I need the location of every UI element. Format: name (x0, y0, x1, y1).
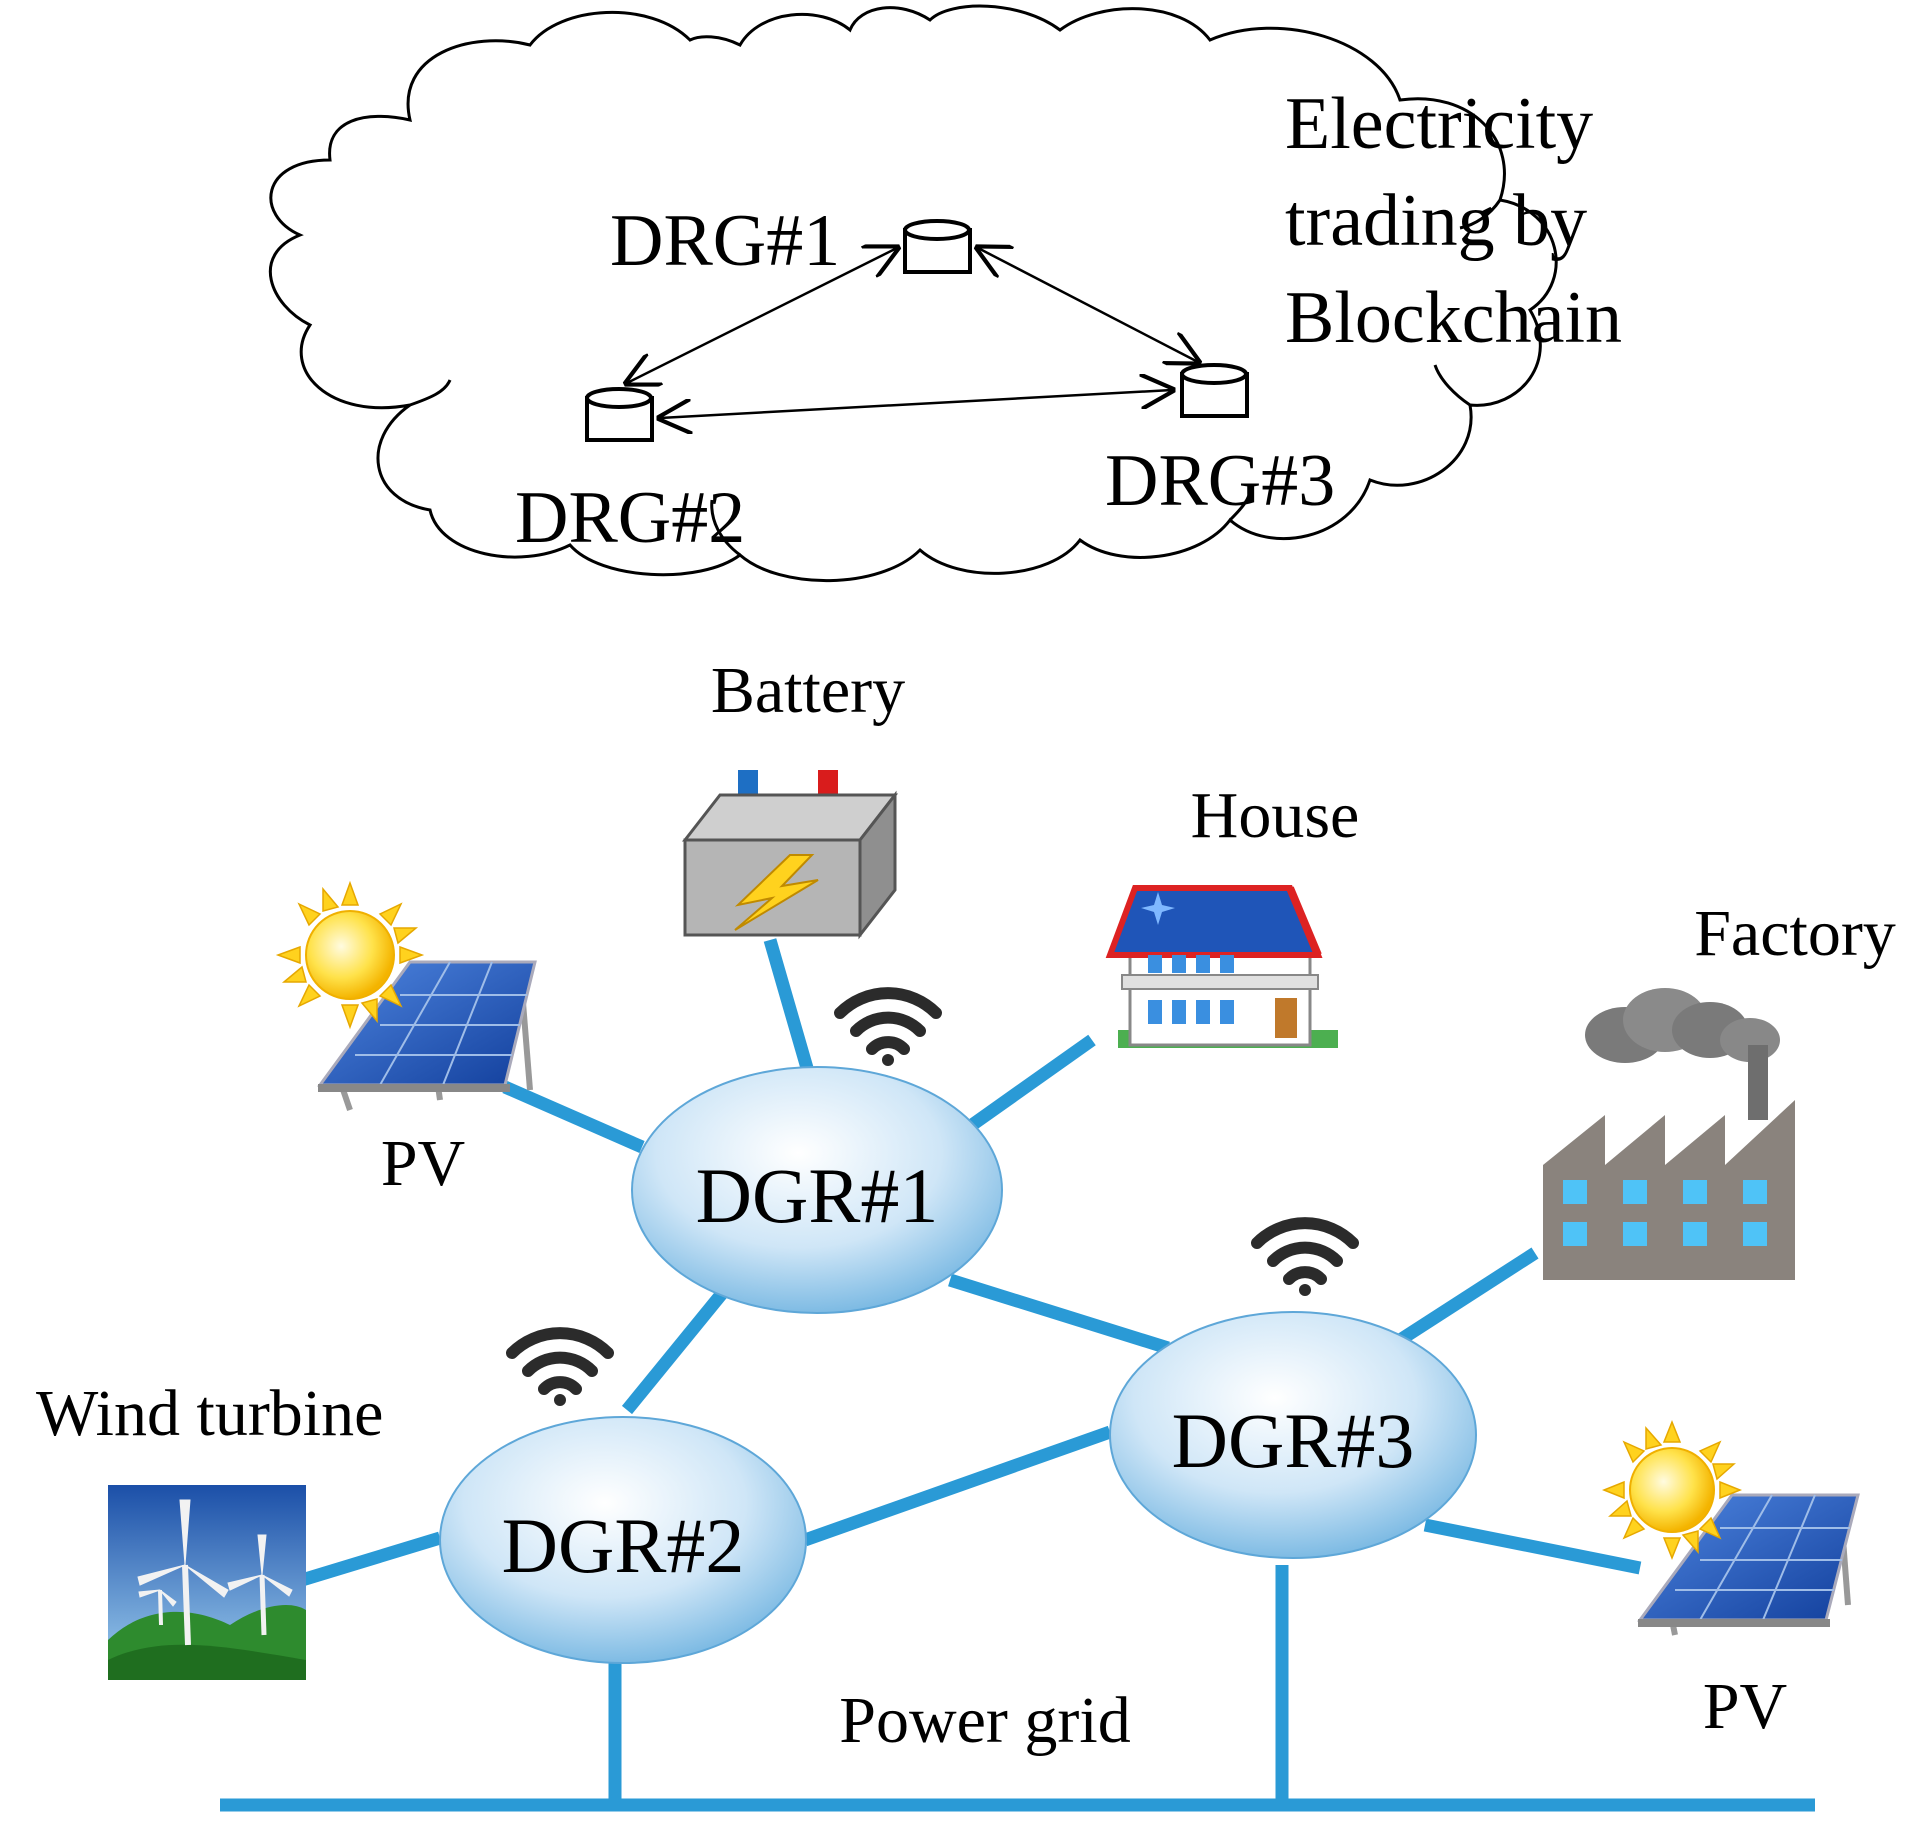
link-battery-dgr1 (763, 938, 814, 1070)
solar-panel-left-icon (275, 880, 537, 1111)
router-dgr2-label: DGR#2 (502, 1502, 745, 1589)
wifi-icon (506, 1327, 614, 1406)
sun-icon (275, 880, 425, 1030)
wifi-icon (1251, 1217, 1359, 1296)
link-dgr1-dgr2 (621, 1275, 739, 1415)
sun-icon (1601, 1419, 1743, 1561)
pv-left-label: PV (381, 1127, 465, 1200)
drg-node-1-icon (903, 219, 972, 274)
link-pvleft-dgr1 (502, 1081, 645, 1153)
cloud-title-line-3: Blockchain (1285, 277, 1622, 359)
router-dgr3-label: DGR#3 (1172, 1397, 1415, 1484)
link-drg1-drg2 (627, 248, 897, 383)
battery-icon (681, 770, 899, 940)
link-dgr3-factory (1396, 1247, 1539, 1346)
link-wind-dgr2 (300, 1531, 442, 1587)
cloud-title-line-2: trading by (1285, 180, 1587, 262)
cloud-title-line-1: Electricity (1285, 83, 1593, 165)
cloud-contour (1459, 199, 1502, 230)
router-dgr2: DGR#2 (439, 1416, 807, 1664)
link-drg1-drg3 (978, 248, 1198, 362)
blockchain-cloud: Electricity trading by Blockchain DRG#1 … (269, 4, 1622, 583)
router-dgr1: DGR#1 (631, 1066, 1003, 1314)
cloud-contour (409, 379, 452, 407)
factory-icon (1543, 988, 1795, 1280)
drg-node-3-icon (1180, 363, 1249, 418)
cloud-contour (710, 499, 741, 557)
factory-label: Factory (1694, 897, 1896, 970)
router-dgr3: DGR#3 (1109, 1311, 1477, 1559)
house-icon (1105, 885, 1338, 1048)
power-links (220, 938, 1815, 1812)
wifi-icon (834, 987, 942, 1066)
pv-right-label: PV (1703, 1670, 1787, 1743)
drg-node-3-label: DRG#3 (1105, 440, 1335, 522)
router-dgr1-label: DGR#1 (696, 1152, 939, 1239)
link-dgr1-house (968, 1034, 1096, 1131)
drg-node-2-icon (585, 387, 654, 442)
cloud-contour (1433, 364, 1471, 407)
wind-turbine-icon (108, 1485, 306, 1680)
link-dgr3-pvright (1423, 1518, 1642, 1575)
link-drg2-drg3 (660, 390, 1172, 418)
drg-node-1-label: DRG#1 (610, 200, 840, 282)
cloud-contour (1228, 484, 1254, 522)
house-label: House (1191, 779, 1360, 852)
solar-panel-right-icon (1601, 1419, 1860, 1636)
power-grid-label: Power grid (839, 1684, 1130, 1757)
link-dgr2-dgr3 (802, 1425, 1113, 1547)
drg-node-2-label: DRG#2 (515, 477, 745, 559)
battery-label: Battery (711, 654, 905, 727)
wind-turbine-label: Wind turbine (36, 1377, 383, 1450)
link-dgr1-dgr3 (948, 1273, 1170, 1355)
